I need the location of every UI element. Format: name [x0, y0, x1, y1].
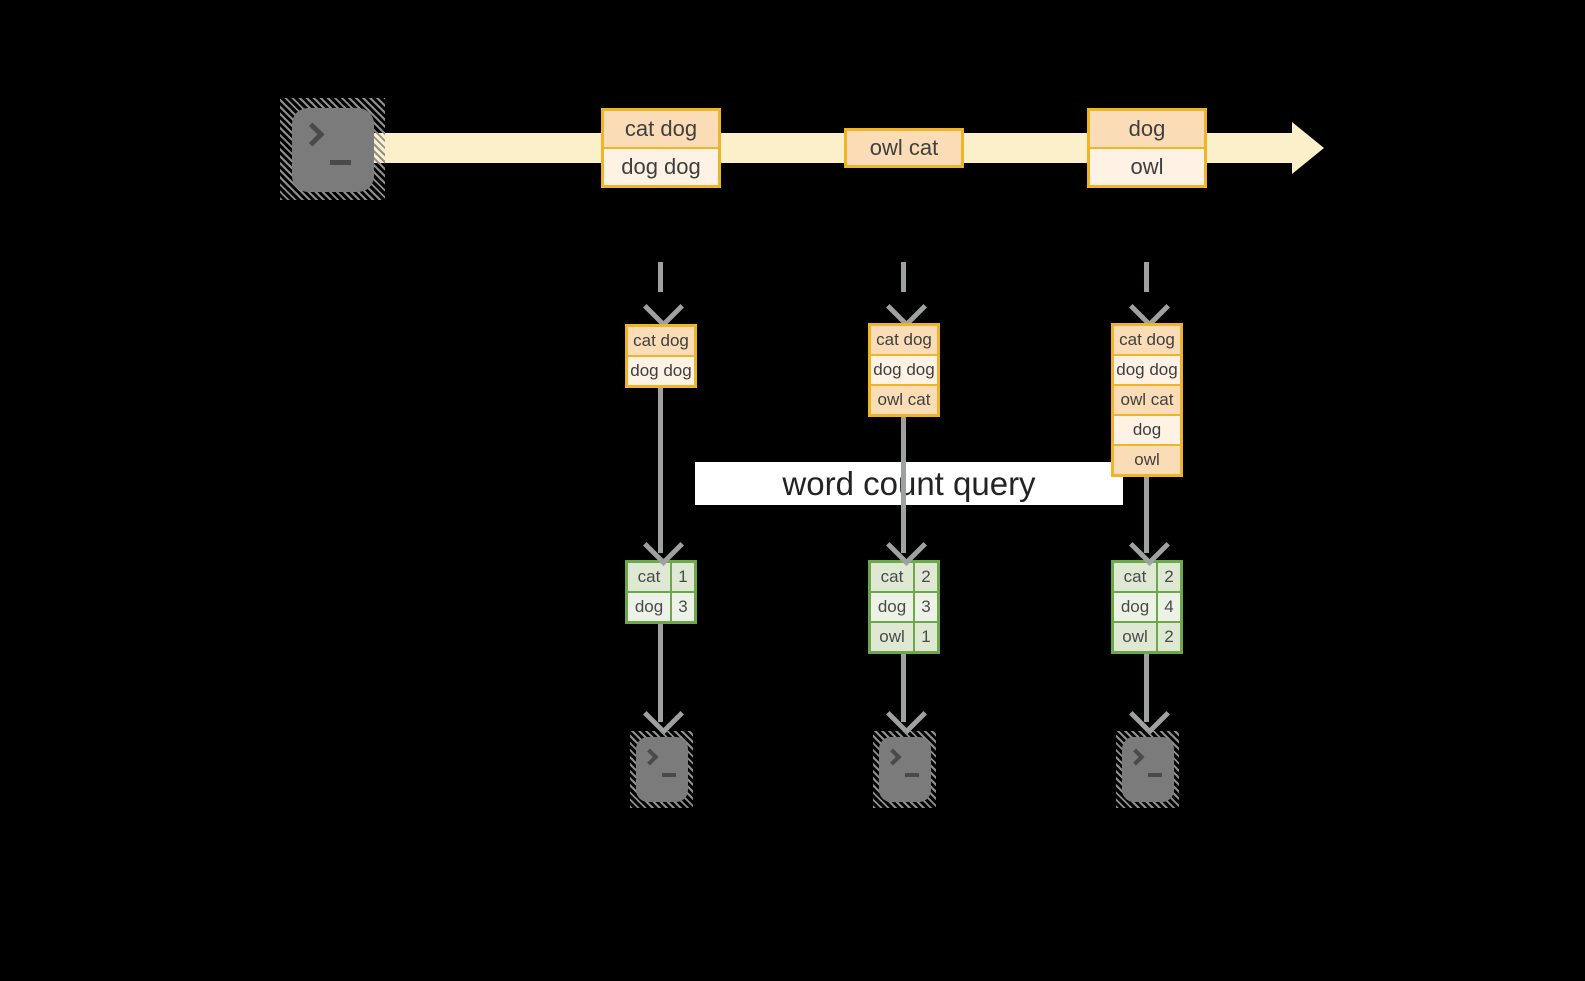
count-table-1: cat 1 dog 3 [625, 560, 697, 624]
count-value: 2 [915, 563, 937, 591]
arrow-stem [901, 654, 906, 722]
micro-batch-1: cat dog dog dog [625, 324, 697, 388]
count-word: cat [871, 563, 913, 591]
terminal-body [1122, 737, 1174, 802]
terminal-icon [280, 98, 385, 200]
event-line: cat dog [604, 111, 718, 147]
count-word: owl [1114, 623, 1156, 651]
count-value: 2 [1158, 563, 1180, 591]
batch-line: dog dog [871, 356, 937, 384]
count-word: cat [628, 563, 670, 591]
count-value: 3 [915, 593, 937, 621]
terminal-icon [630, 731, 693, 808]
count-word: owl [871, 623, 913, 651]
terminal-prompt-underscore-icon [905, 773, 919, 777]
dashed-arrow-stem [1144, 262, 1149, 292]
terminal-prompt-underscore-icon [1148, 773, 1162, 777]
terminal-prompt-chevron-icon [884, 748, 902, 766]
arrow-stem [658, 624, 663, 722]
count-word: dog [871, 593, 913, 621]
down-arrowhead-icon [642, 693, 685, 736]
batch-line: dog [1114, 416, 1180, 444]
terminal-icon [1116, 731, 1179, 808]
batch-line: dog dog [1114, 356, 1180, 384]
dashed-arrow-stem [901, 262, 906, 292]
event-line: dog dog [604, 149, 718, 185]
count-value: 2 [1158, 623, 1180, 651]
batch-line: owl cat [1114, 386, 1180, 414]
terminal-prompt-chevron-icon [1127, 748, 1145, 766]
down-arrowhead-icon [885, 693, 928, 736]
batch-line: cat dog [871, 326, 937, 354]
count-value: 3 [672, 593, 694, 621]
terminal-prompt-underscore-icon [662, 773, 676, 777]
terminal-body [292, 108, 374, 192]
query-band: word count query [695, 462, 1123, 505]
arrow-stem [901, 417, 906, 553]
event-line: owl cat [847, 131, 961, 165]
count-value: 1 [915, 623, 937, 651]
arrow-stem [1144, 477, 1149, 553]
query-label: word count query [782, 464, 1036, 502]
terminal-body [879, 737, 931, 802]
stream-event-box-3: dog owl [1087, 108, 1207, 188]
micro-batch-2: cat dog dog dog owl cat [868, 323, 940, 417]
down-arrowhead-icon [1128, 286, 1171, 329]
stream-event-box-1: cat dog dog dog [601, 108, 721, 188]
batch-line: owl cat [871, 386, 937, 414]
batch-line: dog dog [628, 357, 694, 385]
down-arrowhead-icon [885, 286, 928, 329]
terminal-prompt-underscore-icon [330, 160, 351, 165]
batch-line: cat dog [1114, 326, 1180, 354]
micro-batch-3: cat dog dog dog owl cat dog owl [1111, 323, 1183, 477]
count-value: 4 [1158, 593, 1180, 621]
down-arrowhead-icon [642, 286, 685, 329]
arrow-stem [1144, 654, 1149, 722]
event-line: dog [1090, 111, 1204, 147]
count-table-3: cat 2 dog 4 owl 2 [1111, 560, 1183, 654]
terminal-prompt-chevron-icon [641, 748, 659, 766]
terminal-icon [873, 731, 936, 808]
terminal-body [636, 737, 688, 802]
batch-line: owl [1114, 446, 1180, 474]
arrow-stem [658, 388, 663, 553]
terminal-prompt-chevron-icon [300, 122, 325, 147]
batch-line: cat dog [628, 327, 694, 355]
event-line: owl [1090, 149, 1204, 185]
stream-event-box-2: owl cat [844, 128, 964, 168]
dashed-arrow-stem [658, 262, 663, 292]
count-word: cat [1114, 563, 1156, 591]
stream-arrowhead-icon [1292, 122, 1324, 174]
count-word: dog [628, 593, 670, 621]
count-word: dog [1114, 593, 1156, 621]
count-value: 1 [672, 563, 694, 591]
down-arrowhead-icon [1128, 693, 1171, 736]
count-table-2: cat 2 dog 3 owl 1 [868, 560, 940, 654]
